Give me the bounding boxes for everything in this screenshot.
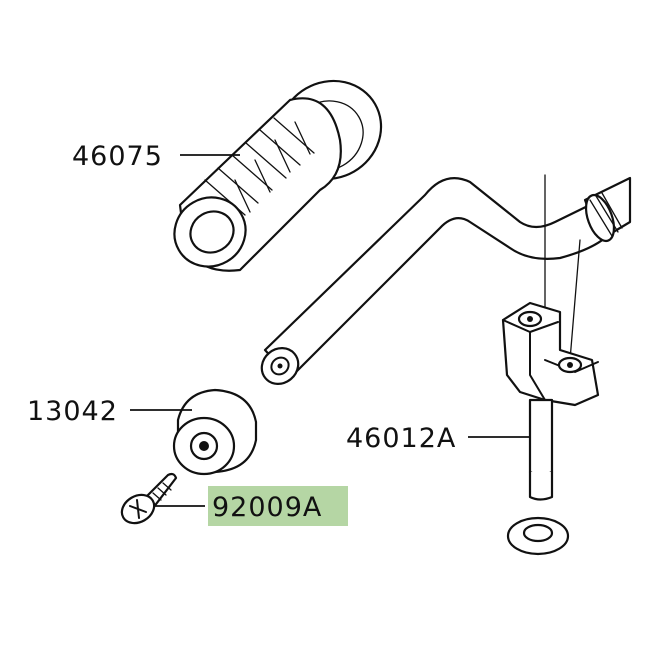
label-46075[interactable]: 46075 (72, 141, 163, 172)
label-13042[interactable]: 13042 (27, 396, 118, 427)
handlebar[interactable] (255, 174, 632, 391)
grip[interactable] (162, 62, 399, 279)
bar-end-weight[interactable] (172, 388, 258, 476)
screw[interactable] (117, 472, 178, 529)
label-92009a[interactable]: 92009A (212, 492, 322, 523)
washer[interactable] (506, 516, 570, 556)
label-46012a[interactable]: 46012A (346, 423, 456, 454)
handlebar-holder[interactable] (501, 301, 600, 501)
highlight-92009a (208, 486, 348, 526)
